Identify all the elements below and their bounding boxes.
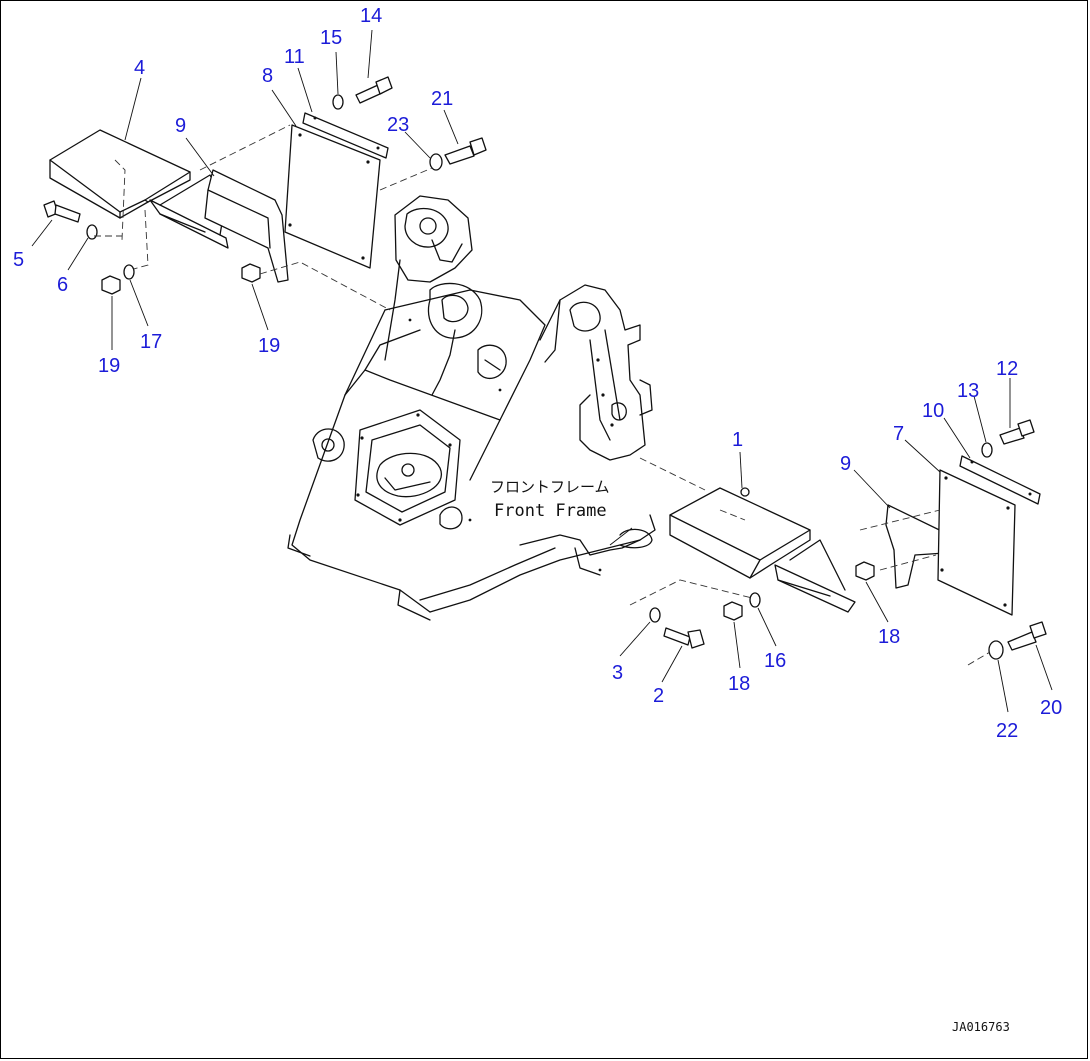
callout-9a: 9 bbox=[175, 115, 186, 137]
callout-3: 3 bbox=[612, 662, 623, 684]
callout-2: 2 bbox=[653, 685, 664, 707]
front-frame bbox=[287, 195, 656, 621]
right-step-assembly bbox=[629, 457, 856, 613]
callout-21: 21 bbox=[431, 88, 453, 110]
callout-23: 23 bbox=[387, 114, 409, 136]
callout-17: 17 bbox=[140, 331, 162, 353]
drawing-code: JA016763 bbox=[952, 1020, 1010, 1034]
callout-16: 16 bbox=[764, 650, 786, 672]
left-hardware bbox=[43, 76, 487, 311]
callout-14: 14 bbox=[360, 5, 382, 27]
callout-6: 6 bbox=[57, 274, 68, 296]
left-mud-plate bbox=[284, 124, 381, 269]
callout-labels: 4 9 8 11 15 14 21 23 5 6 19 17 19 1 9 7 … bbox=[13, 5, 1062, 742]
left-bracket bbox=[204, 169, 289, 283]
callout-12: 12 bbox=[996, 358, 1018, 380]
callout-18a: 18 bbox=[728, 673, 750, 695]
callout-20: 20 bbox=[1040, 697, 1062, 719]
callout-7: 7 bbox=[893, 423, 904, 445]
callout-19a: 19 bbox=[98, 355, 120, 377]
callout-10: 10 bbox=[922, 400, 944, 422]
leader-lines bbox=[31, 29, 1053, 713]
callout-18b: 18 bbox=[878, 626, 900, 648]
frame-label-en: Front Frame bbox=[494, 501, 607, 521]
callout-19b: 19 bbox=[258, 335, 280, 357]
frame-label-jp: フロントフレーム bbox=[490, 478, 610, 496]
right-hardware bbox=[649, 419, 1047, 666]
callout-1: 1 bbox=[732, 429, 743, 451]
left-step-assembly bbox=[49, 129, 229, 271]
callout-11: 11 bbox=[284, 46, 305, 68]
callout-8: 8 bbox=[262, 65, 273, 87]
right-mud-plate bbox=[937, 469, 1016, 616]
callout-4: 4 bbox=[134, 57, 145, 79]
callout-15: 15 bbox=[320, 27, 342, 49]
left-strip bbox=[302, 112, 389, 159]
callout-22: 22 bbox=[996, 720, 1018, 742]
right-strip bbox=[959, 455, 1041, 505]
callout-5: 5 bbox=[13, 249, 24, 271]
callout-13: 13 bbox=[957, 380, 979, 402]
callout-9b: 9 bbox=[840, 453, 851, 475]
